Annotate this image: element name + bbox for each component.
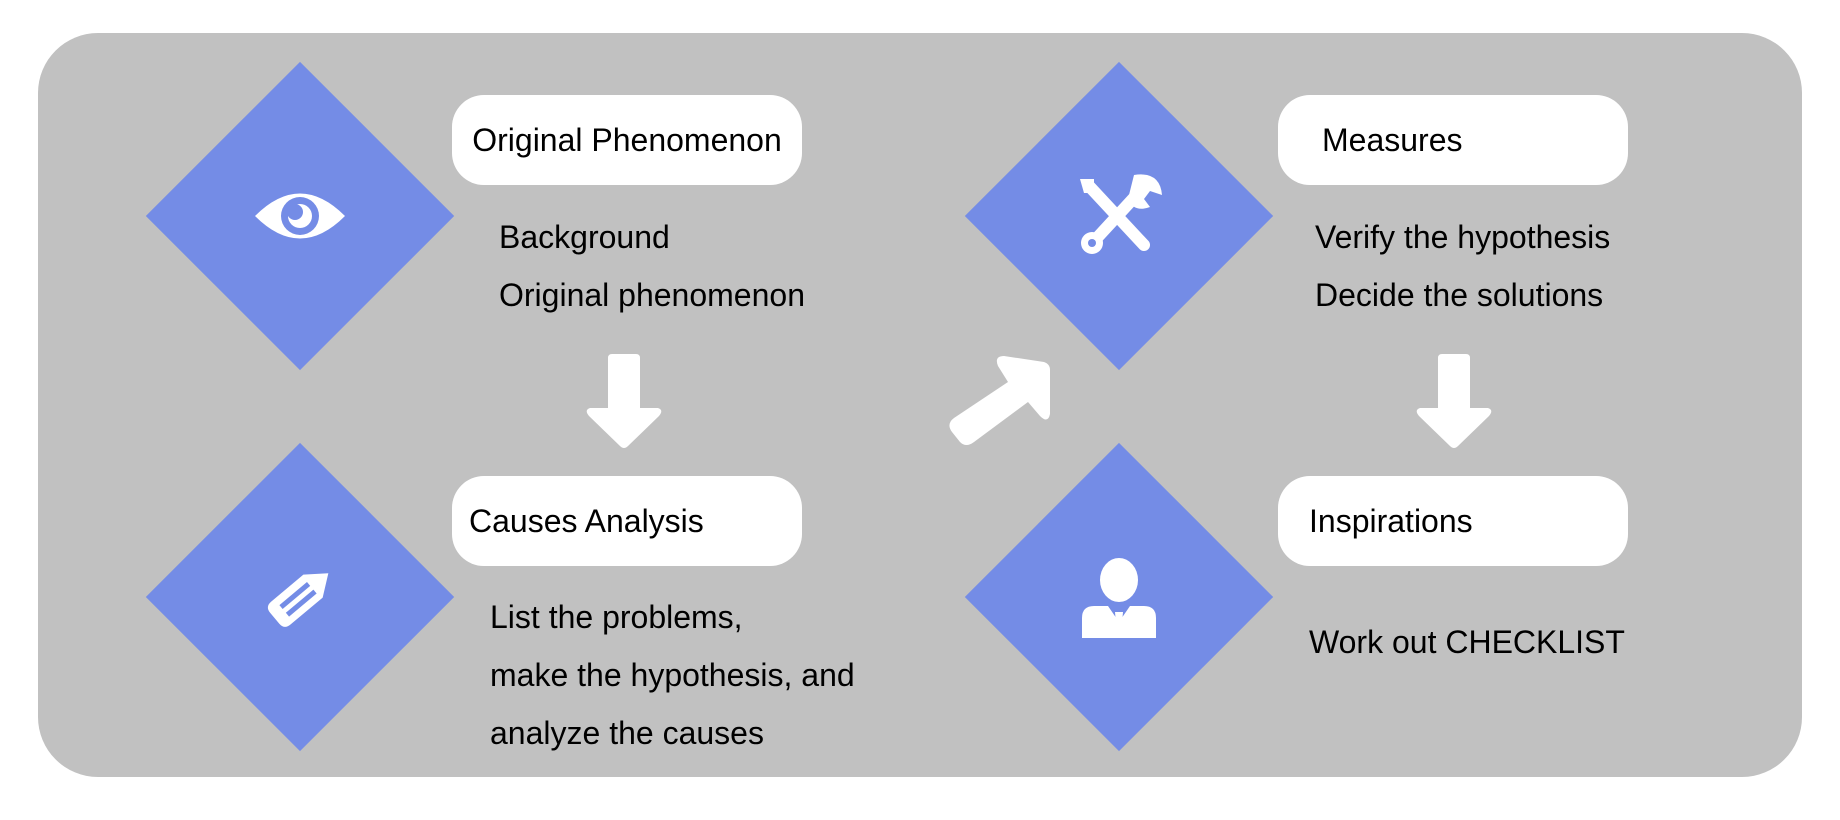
original-phenomenon-text: Background Original phenomenon xyxy=(499,208,805,324)
original-phenomenon-title: Original Phenomenon xyxy=(452,95,802,185)
text-line: Decide the solutions xyxy=(1315,277,1604,313)
inspirations-text: Work out CHECKLIST xyxy=(1309,613,1625,671)
eye-icon xyxy=(245,161,355,271)
text-line: analyze the causes xyxy=(490,715,764,751)
tools-icon xyxy=(1064,161,1174,271)
pencil-icon xyxy=(245,542,355,652)
down-arrow-left xyxy=(586,354,662,448)
down-arrow-right xyxy=(1416,354,1492,448)
text-line: Background xyxy=(499,219,670,255)
measures-title: Measures xyxy=(1278,95,1628,185)
causes-analysis-text: List the problems, make the hypothesis, … xyxy=(490,588,855,762)
text-line: make the hypothesis, and xyxy=(490,657,855,693)
text-line: Verify the hypothesis xyxy=(1315,219,1611,255)
inspirations-title: Inspirations xyxy=(1278,476,1628,566)
text-line: Original phenomenon xyxy=(499,277,805,313)
person-icon xyxy=(1064,542,1174,652)
diagonal-arrow xyxy=(949,356,1050,445)
text-line: Work out CHECKLIST xyxy=(1309,624,1625,660)
measures-text: Verify the hypothesis Decide the solutio… xyxy=(1315,208,1610,324)
causes-analysis-title: Causes Analysis xyxy=(452,476,802,566)
text-line: List the problems, xyxy=(490,599,743,635)
